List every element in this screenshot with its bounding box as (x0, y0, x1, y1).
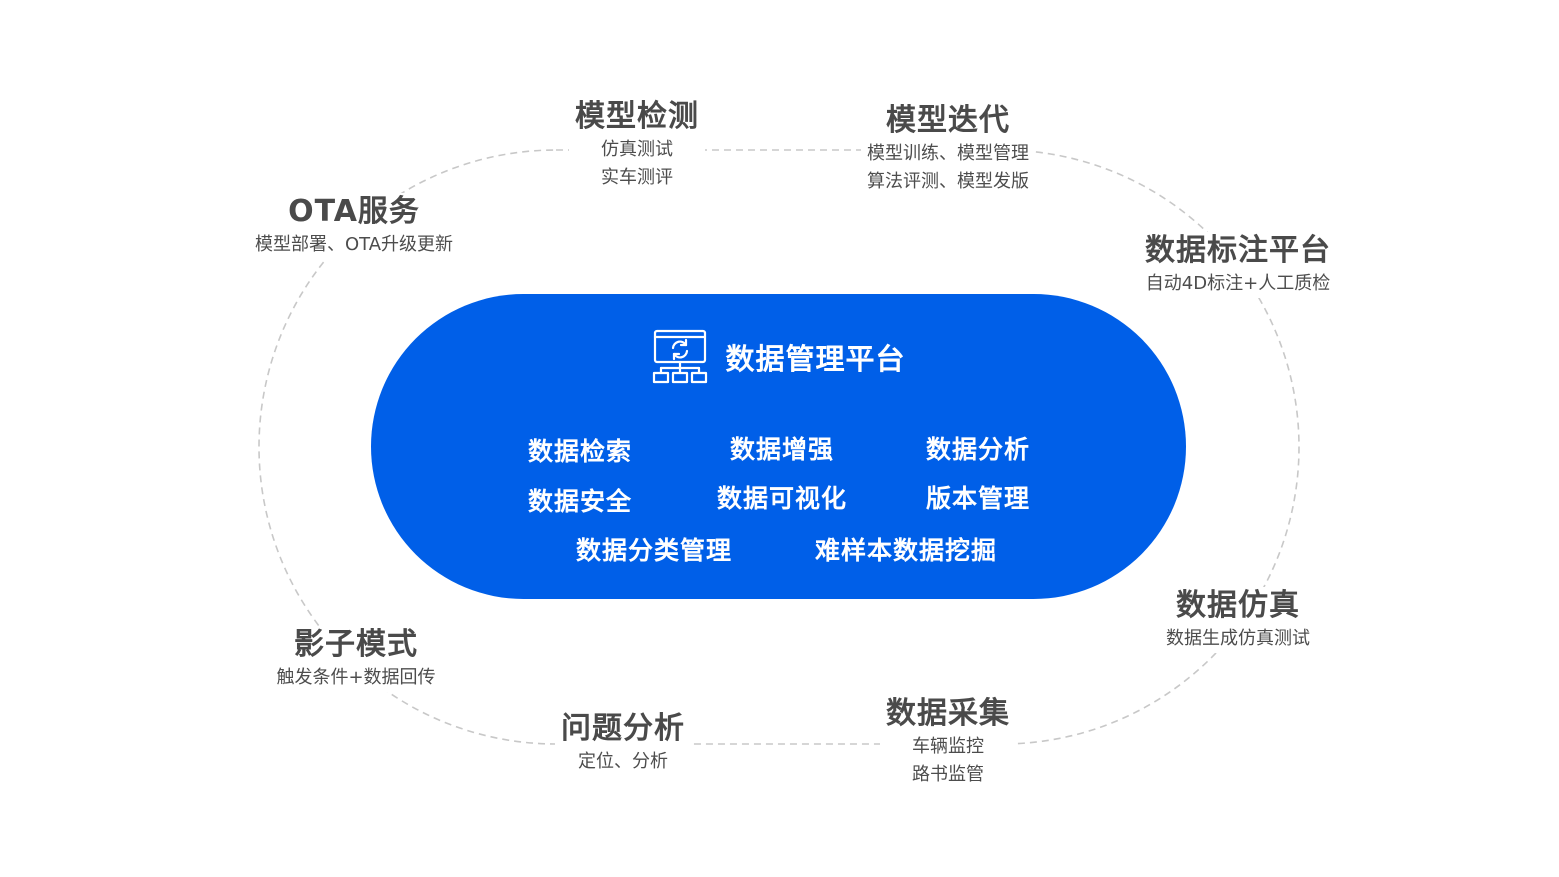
feature-version-management: 版本管理 (925, 484, 1031, 513)
node-ota-service: OTA服务 模型部署、OTA升级更新 (248, 193, 460, 259)
node-title: 数据仿真 (1176, 588, 1300, 623)
node-shadow-mode: 影子模式 触发条件+数据回传 (270, 626, 442, 692)
node-detail: 车辆监控 (912, 736, 984, 757)
feature-data-analysis: 数据分析 (925, 435, 1031, 464)
feature-data-visualization: 数据可视化 (716, 484, 848, 513)
node-detail: 仿真测试 (601, 139, 673, 160)
data-platform-icon (653, 329, 708, 384)
node-data-collection: 数据采集 车辆监控 路书监管 (880, 695, 1016, 789)
node-model-iteration: 模型迭代 模型训练、模型管理 算法评测、模型发版 (861, 102, 1035, 196)
node-detail: 路书监管 (912, 764, 984, 785)
feature-data-augmentation: 数据增强 (729, 435, 835, 464)
node-title: 数据采集 (886, 696, 1010, 731)
node-detail: 模型训练、模型管理 (867, 143, 1029, 164)
node-title: 模型检测 (575, 99, 699, 134)
node-detail: 触发条件+数据回传 (276, 667, 436, 688)
node-title: 问题分析 (561, 711, 685, 746)
node-annotation-platform: 数据标注平台 自动4D标注+人工质检 (1139, 232, 1337, 298)
node-detail: 实车测评 (601, 167, 673, 188)
hub-header: 数据管理平台 (371, 328, 1186, 386)
node-detail: 模型部署、OTA升级更新 (254, 234, 454, 255)
feature-data-security: 数据安全 (527, 487, 633, 516)
feature-data-search: 数据检索 (527, 437, 633, 466)
node-data-simulation: 数据仿真 数据生成仿真测试 (1160, 587, 1316, 653)
node-detail: 定位、分析 (578, 751, 668, 772)
node-title: 模型迭代 (886, 103, 1010, 138)
node-detail: 算法评测、模型发版 (867, 171, 1029, 192)
node-model-detection: 模型检测 仿真测试 实车测评 (569, 98, 705, 192)
node-title: 影子模式 (294, 627, 418, 662)
feature-data-classification: 数据分类管理 (575, 536, 733, 565)
node-title: 数据标注平台 (1145, 233, 1331, 268)
node-title: OTA服务 (288, 194, 420, 229)
node-problem-analysis: 问题分析 定位、分析 (555, 710, 691, 776)
feature-hard-sample-mining: 难样本数据挖掘 (814, 536, 998, 565)
hub-title: 数据管理平台 (725, 342, 906, 376)
node-detail: 数据生成仿真测试 (1166, 628, 1310, 649)
data-management-hub: 数据管理平台 数据检索 数据增强 数据分析 数据安全 数据可视化 版本管理 数据… (371, 294, 1186, 599)
node-detail: 自动4D标注+人工质检 (1145, 273, 1331, 294)
